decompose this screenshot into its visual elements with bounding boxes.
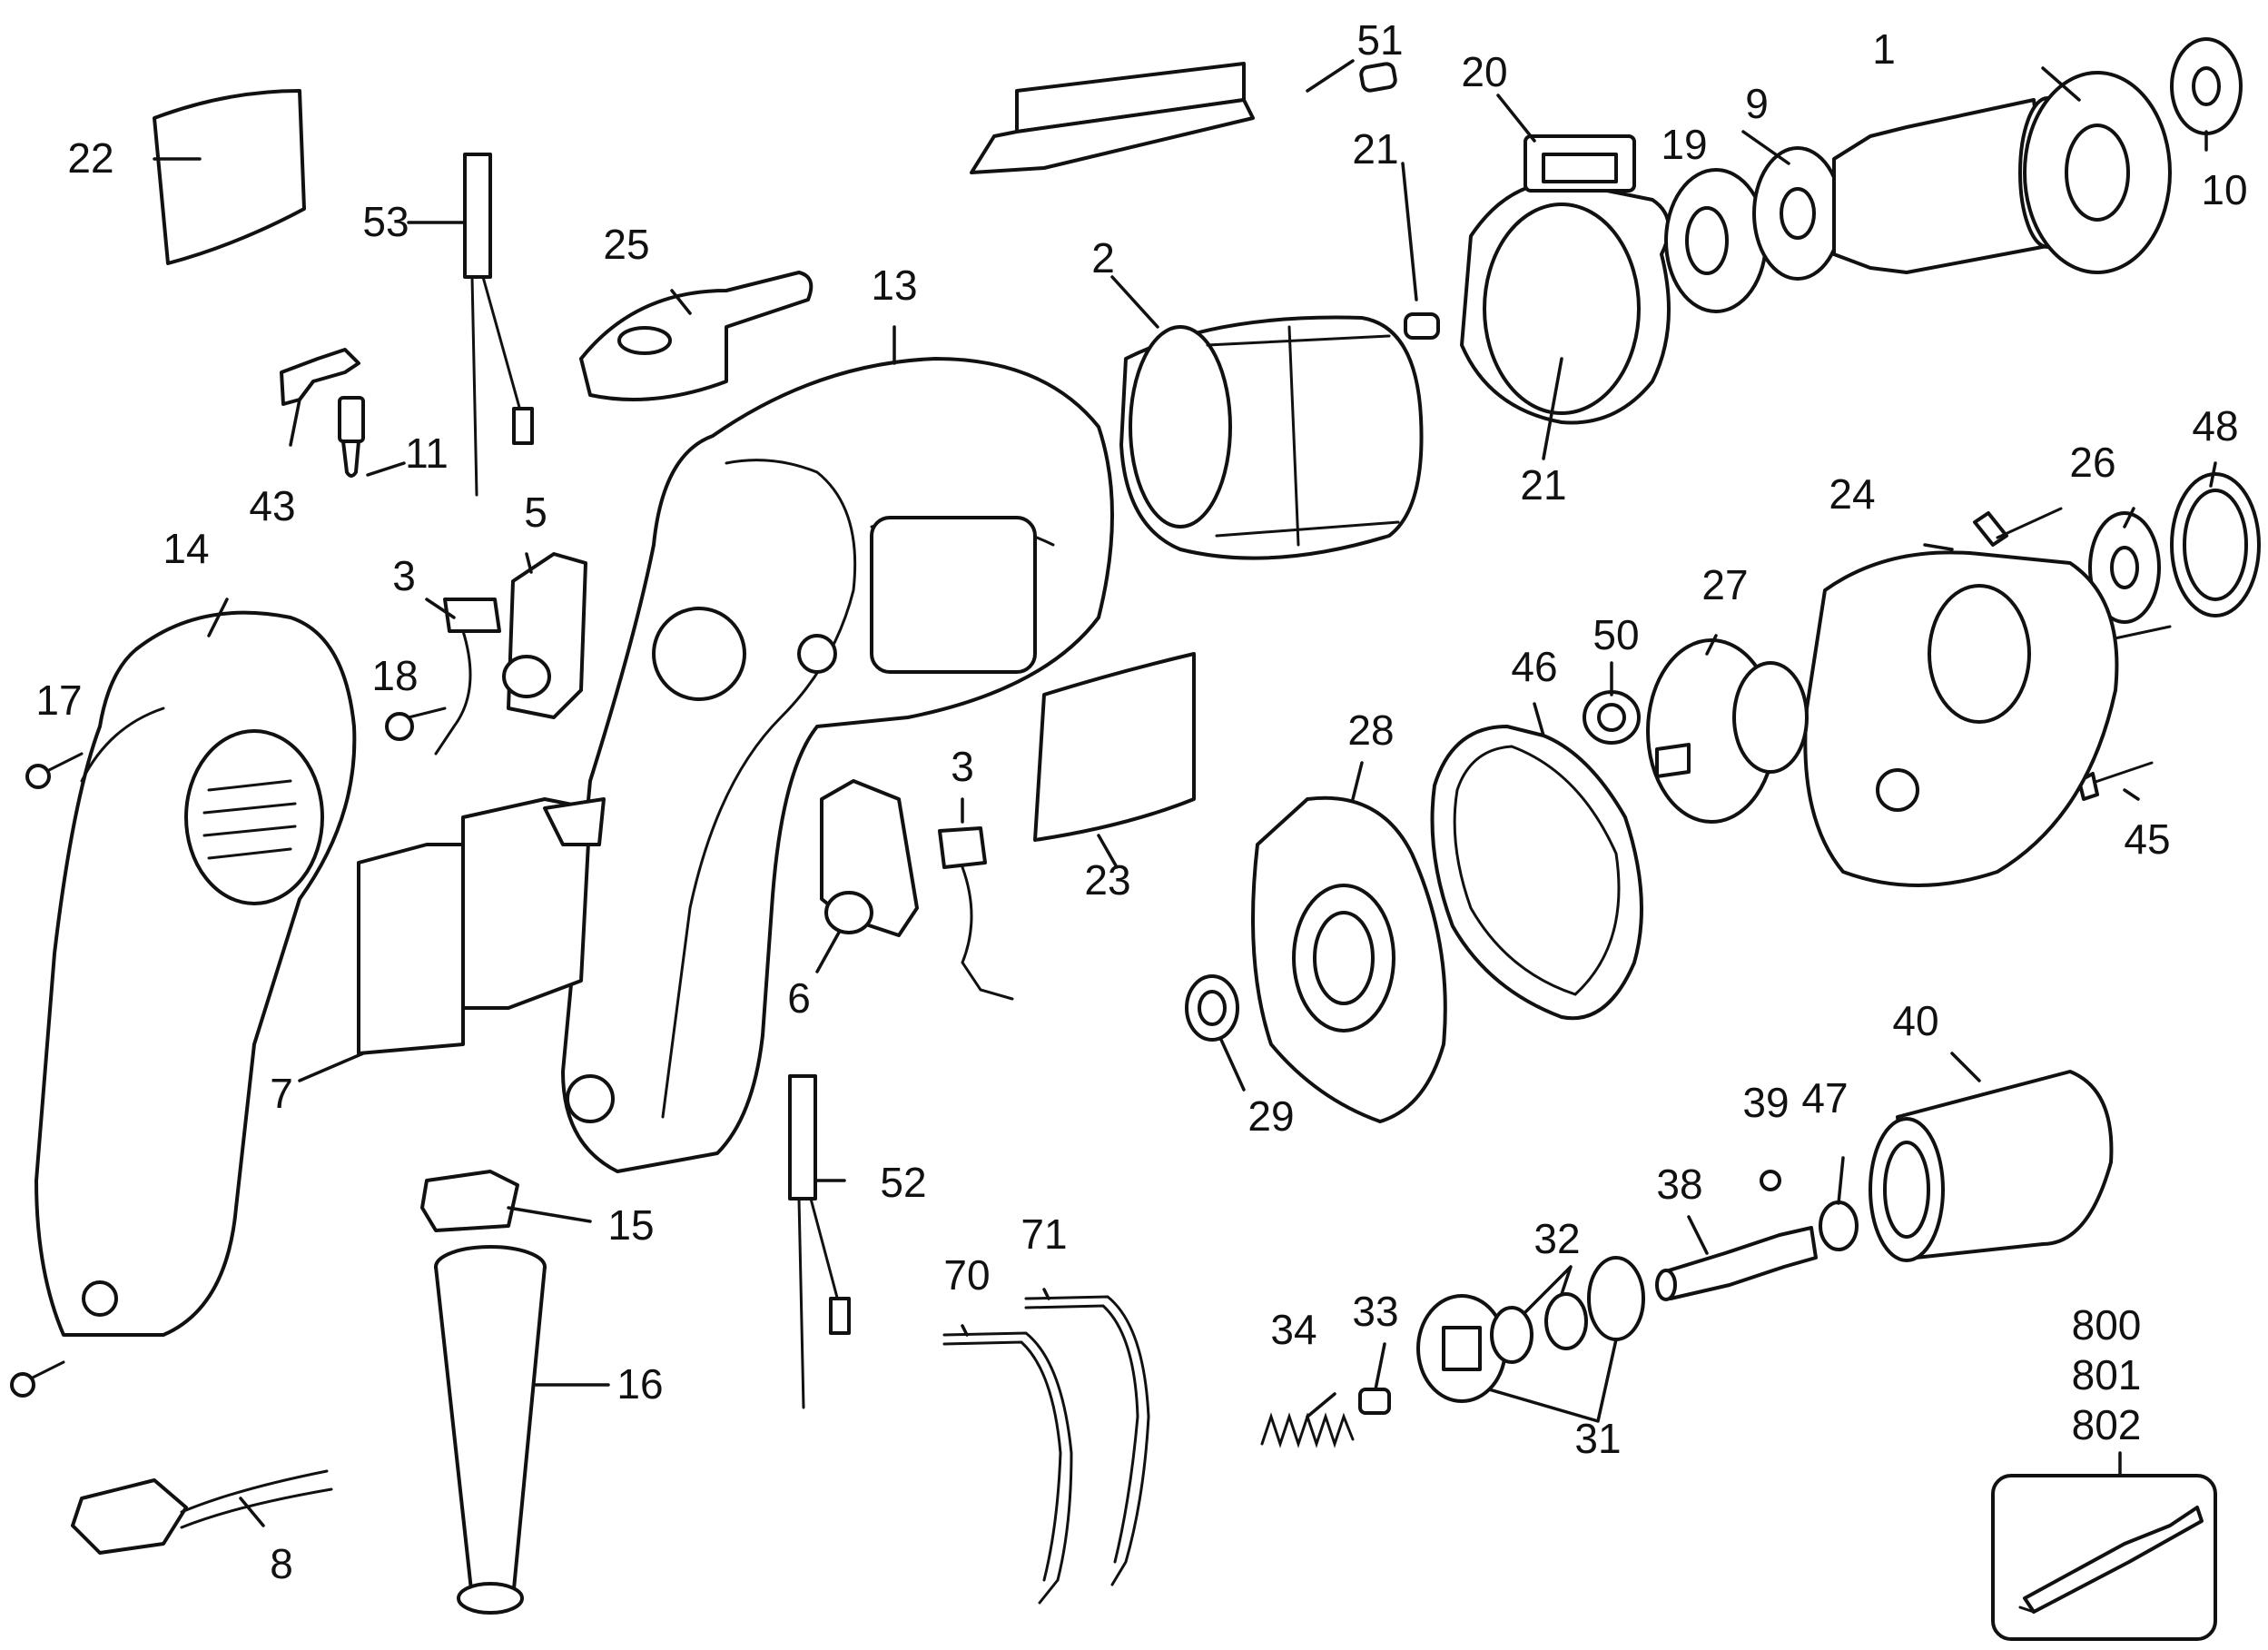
callout-2: 2 [1091, 234, 1115, 282]
callout-46: 46 [1511, 643, 1557, 690]
part-48-retaining-ring [2170, 472, 2261, 618]
callout-9: 9 [1745, 80, 1769, 127]
callout-10: 10 [2201, 166, 2247, 213]
part-52-wire-lead [788, 1074, 851, 1409]
callout-21a: 21 [1352, 125, 1398, 173]
callout-3b: 3 [951, 743, 974, 790]
callout-51: 51 [1356, 16, 1403, 64]
part-screw [10, 507, 2172, 1398]
callout-18: 18 [371, 652, 418, 699]
part-9-bearing [1752, 146, 1843, 281]
part-5-brush-holder [502, 552, 587, 719]
callout-801: 801 [2072, 1351, 2142, 1398]
part-50-bushing [1583, 690, 1641, 745]
callout-14: 14 [163, 525, 209, 572]
callout-70: 70 [943, 1251, 990, 1299]
part-11-terminal [338, 396, 365, 478]
part-53-wire-lead [463, 153, 534, 497]
callout-23: 23 [1084, 856, 1130, 904]
callout-15: 15 [607, 1201, 654, 1249]
callout-28: 28 [1347, 706, 1394, 754]
part-47-retainer [1819, 1200, 1859, 1251]
callout-27: 27 [1701, 561, 1748, 608]
part-6-brush-holder [820, 779, 919, 937]
callout-8: 8 [270, 1540, 293, 1587]
callout-13: 13 [871, 262, 917, 309]
callout-3a: 3 [392, 552, 416, 599]
part-16-boot [434, 1245, 547, 1615]
callout-6: 6 [787, 974, 811, 1022]
part-20-brush-ring [1460, 134, 1671, 425]
callout-32: 32 [1533, 1215, 1580, 1262]
part-10-bearing [2170, 37, 2243, 135]
part-22-label-sheet [153, 89, 306, 265]
callout-29: 29 [1247, 1092, 1294, 1140]
part-27-gear [1646, 638, 1809, 824]
callout-40: 40 [1892, 997, 1938, 1044]
callout-52: 52 [880, 1159, 926, 1206]
part-13-motor-housing [561, 357, 1114, 1173]
part-32-o-ring [1490, 1292, 1588, 1364]
callout-24: 24 [1829, 470, 1875, 518]
part-34-spring [1260, 1412, 1355, 1448]
callout-34: 34 [1270, 1306, 1316, 1353]
part-51-switch-module [970, 62, 1255, 174]
part-7-switch [357, 797, 606, 1055]
part-43-clip [280, 348, 360, 406]
callout-33: 33 [1352, 1288, 1398, 1335]
callout-31: 31 [1574, 1415, 1621, 1462]
callout-labels: 1 2 3 3 5 6 7 8 9 10 11 13 14 15 16 17 1… [35, 16, 2247, 1587]
leader-lines [153, 59, 2217, 1527]
callout-38: 38 [1656, 1161, 1702, 1208]
callout-45: 45 [2124, 815, 2170, 863]
part-31-clutch [1416, 1256, 1645, 1403]
callout-22: 22 [67, 134, 113, 182]
callout-16: 16 [616, 1360, 663, 1408]
callout-48: 48 [2192, 402, 2238, 450]
part-1-armature [1832, 71, 2172, 274]
callout-1: 1 [1872, 25, 1896, 73]
callout-17: 17 [35, 677, 82, 724]
part-28-bearing-plate [1251, 795, 1447, 1123]
callout-26: 26 [2069, 439, 2115, 486]
callout-71: 71 [1021, 1210, 1067, 1258]
part-26-bearing [2088, 511, 2161, 624]
part-33-detent [1358, 1388, 1391, 1415]
callout-50: 50 [1593, 611, 1639, 658]
callout-25: 25 [603, 221, 649, 268]
part-70-wire [942, 1331, 1073, 1605]
part-19-bearing [1664, 168, 1768, 313]
callout-802: 802 [2072, 1401, 2142, 1448]
part-23-label-sheet [1033, 652, 1196, 842]
part-71-wire [1024, 1295, 1150, 1586]
callout-20: 20 [1461, 48, 1507, 95]
callout-39: 39 [1742, 1079, 1789, 1126]
part-800-kit-inset [1991, 1474, 2217, 1641]
part-2-field [1119, 315, 1424, 560]
part-39-ball [1760, 1170, 1781, 1191]
callout-7: 7 [270, 1070, 293, 1117]
part-40-nose-cone [1869, 1070, 2114, 1262]
callout-53: 53 [362, 198, 409, 245]
callout-11: 11 [405, 430, 449, 477]
part-25-cover-plate [579, 271, 814, 401]
part-38-spindle [1655, 1226, 1818, 1301]
part-24-gear-case [1803, 550, 2119, 887]
callout-19: 19 [1661, 121, 1707, 168]
part-14-handle [35, 610, 357, 1337]
callout-5: 5 [524, 489, 547, 536]
part-15-clamp [420, 1170, 519, 1232]
callout-47: 47 [1801, 1074, 1848, 1121]
part-29-washer [1185, 974, 1239, 1042]
callout-800: 800 [2072, 1301, 2142, 1349]
part-3-brush [434, 598, 1014, 1001]
callout-21b: 21 [1520, 461, 1566, 509]
callout-43: 43 [249, 482, 295, 529]
part-46-gasket [1430, 725, 1643, 1021]
